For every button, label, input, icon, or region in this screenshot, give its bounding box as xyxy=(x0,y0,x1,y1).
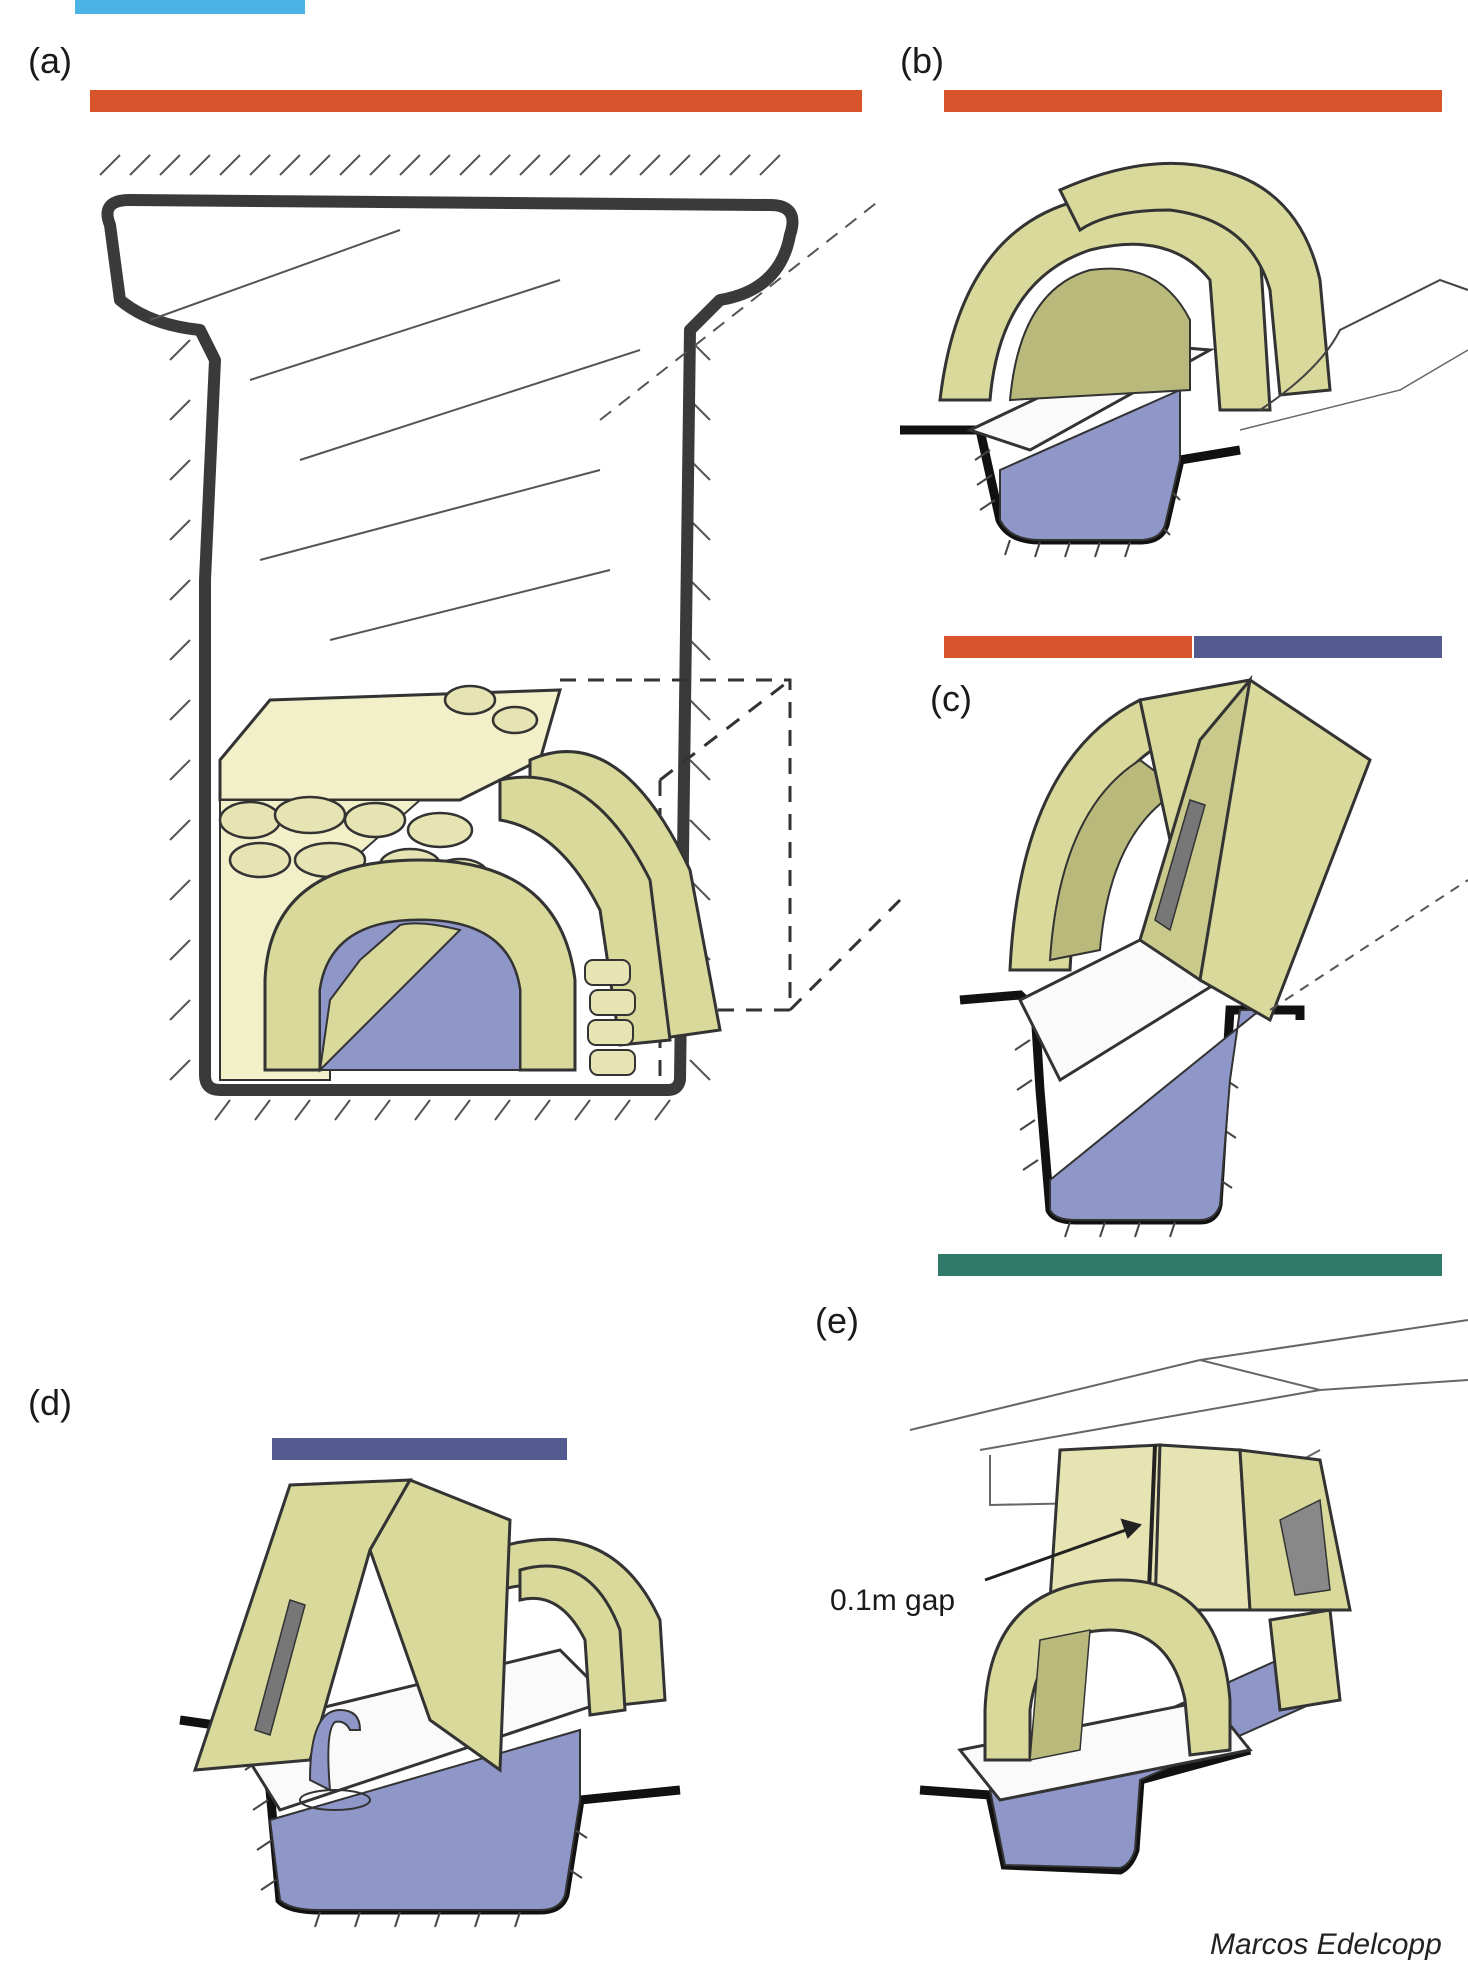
slab-prism xyxy=(192,1478,512,1773)
gap-annotation: 0.1m gap xyxy=(830,1584,956,1617)
bar-e-green xyxy=(938,1254,1442,1276)
trench-hatching xyxy=(974,449,1181,558)
water-channel xyxy=(999,388,1181,541)
bar-b-orange xyxy=(944,90,1442,112)
bar-a-orange xyxy=(90,90,862,112)
panel-c-illustration xyxy=(959,674,1468,1238)
water-channel xyxy=(1049,1009,1263,1221)
bar-c-purple xyxy=(1194,636,1442,658)
chamber-outline xyxy=(101,194,799,1096)
gap-arrow xyxy=(984,1523,1141,1582)
panel-e-illustration xyxy=(909,1319,1468,1875)
panel-label-e: (e) xyxy=(815,1300,859,1341)
panel-b-illustration xyxy=(900,161,1468,558)
panel-label-a: (a) xyxy=(28,40,72,81)
panel-label-c: (c) xyxy=(930,678,972,719)
water-jet xyxy=(308,1708,362,1792)
trench-hatching xyxy=(1014,1039,1239,1238)
stones-layer xyxy=(218,684,539,893)
water-channel xyxy=(268,1728,581,1911)
bar-c-orange xyxy=(944,636,1192,658)
stone-column xyxy=(584,959,636,1076)
credit-text: Marcos Edelcopp xyxy=(1210,1928,1442,1961)
bar-d-purple xyxy=(272,1438,567,1460)
sketch-lines xyxy=(149,199,881,641)
panel-label-b: (b) xyxy=(900,40,944,81)
panel-label-d: (d) xyxy=(28,1382,72,1423)
arch-rings xyxy=(938,161,1332,412)
corner-tab xyxy=(75,0,305,14)
panel-a-illustration xyxy=(99,154,902,1121)
panel-d-illustration xyxy=(179,1478,681,1928)
arch-rings xyxy=(488,1537,667,1717)
